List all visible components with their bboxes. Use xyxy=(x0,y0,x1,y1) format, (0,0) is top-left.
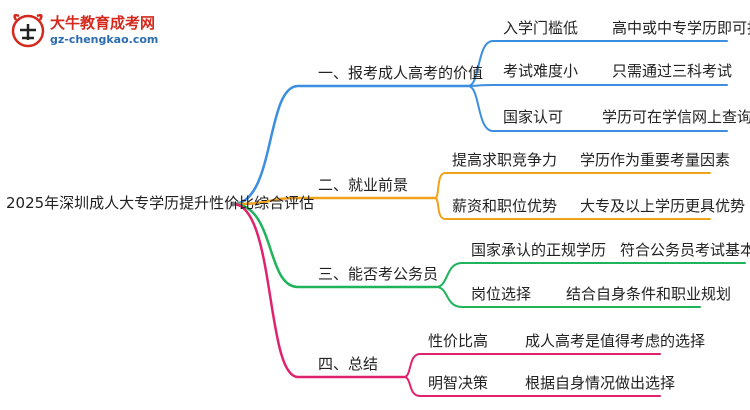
item-connector xyxy=(467,85,728,132)
branch-connector xyxy=(231,196,437,206)
value-item-key-3: 国家认可 xyxy=(503,108,564,126)
branch-connector xyxy=(231,202,406,379)
item-connector xyxy=(435,286,701,308)
branch-civil-service-label: 三、能否考公务员 xyxy=(318,265,439,283)
item-connector xyxy=(434,197,711,220)
civil-item-value-1: 符合公务员考试基本要求 xyxy=(620,241,750,259)
branch-value-label: 一、报考成人高考的价值 xyxy=(318,64,484,82)
value-item-value-2: 只需通过三科考试 xyxy=(612,62,733,80)
item-connector xyxy=(434,172,711,199)
item-connector xyxy=(403,353,661,378)
item-connector xyxy=(403,376,661,397)
summary-item-key-2: 明智决策 xyxy=(428,374,489,392)
branch-connector xyxy=(231,202,438,289)
civil-item-key-1: 国家承认的正规学历 xyxy=(471,241,607,259)
root-topic: 2025年深圳成人大专学历提升性价比综合评估 xyxy=(6,194,315,212)
summary-item-key-1: 性价比高 xyxy=(428,332,489,350)
value-item-value-1: 高中或中专学历即可报名 xyxy=(612,19,750,37)
mindmap-links xyxy=(230,40,746,397)
site-logo[interactable]: 大牛教育成考网 gz-chengkao.com xyxy=(8,8,178,52)
value-item-key-2: 考试难度小 xyxy=(503,62,579,80)
logo-url: gz-chengkao.com xyxy=(50,33,159,46)
value-item-key-1: 入学门槛低 xyxy=(503,19,579,37)
branch-connector xyxy=(231,84,470,206)
value-item-value-3: 学历可在学信网上查询 xyxy=(602,108,750,126)
summary-item-value-2: 根据自身情况做出选择 xyxy=(525,374,676,392)
item-connector xyxy=(435,262,746,288)
employment-item-key-1: 提高求职竞争力 xyxy=(452,151,558,169)
civil-item-value-2: 结合自身条件和职业规划 xyxy=(566,285,732,303)
item-connector xyxy=(467,40,728,87)
branch-employment-label: 二、就业前景 xyxy=(318,176,409,194)
summary-item-value-1: 成人高考是值得考虑的选择 xyxy=(525,332,706,350)
branch-summary-label: 四、总结 xyxy=(318,355,379,373)
bull-logo-icon xyxy=(11,13,45,48)
employment-item-value-1: 学历作为重要考量因素 xyxy=(580,151,731,169)
employment-item-value-2: 大专及以上学历更具优势 xyxy=(580,197,746,215)
item-connector xyxy=(467,84,728,87)
logo-title: 大牛教育成考网 xyxy=(50,14,156,32)
root-anchor-dot xyxy=(230,201,236,207)
civil-item-key-2: 岗位选择 xyxy=(471,285,532,303)
employment-item-key-2: 薪资和职位优势 xyxy=(452,197,558,215)
